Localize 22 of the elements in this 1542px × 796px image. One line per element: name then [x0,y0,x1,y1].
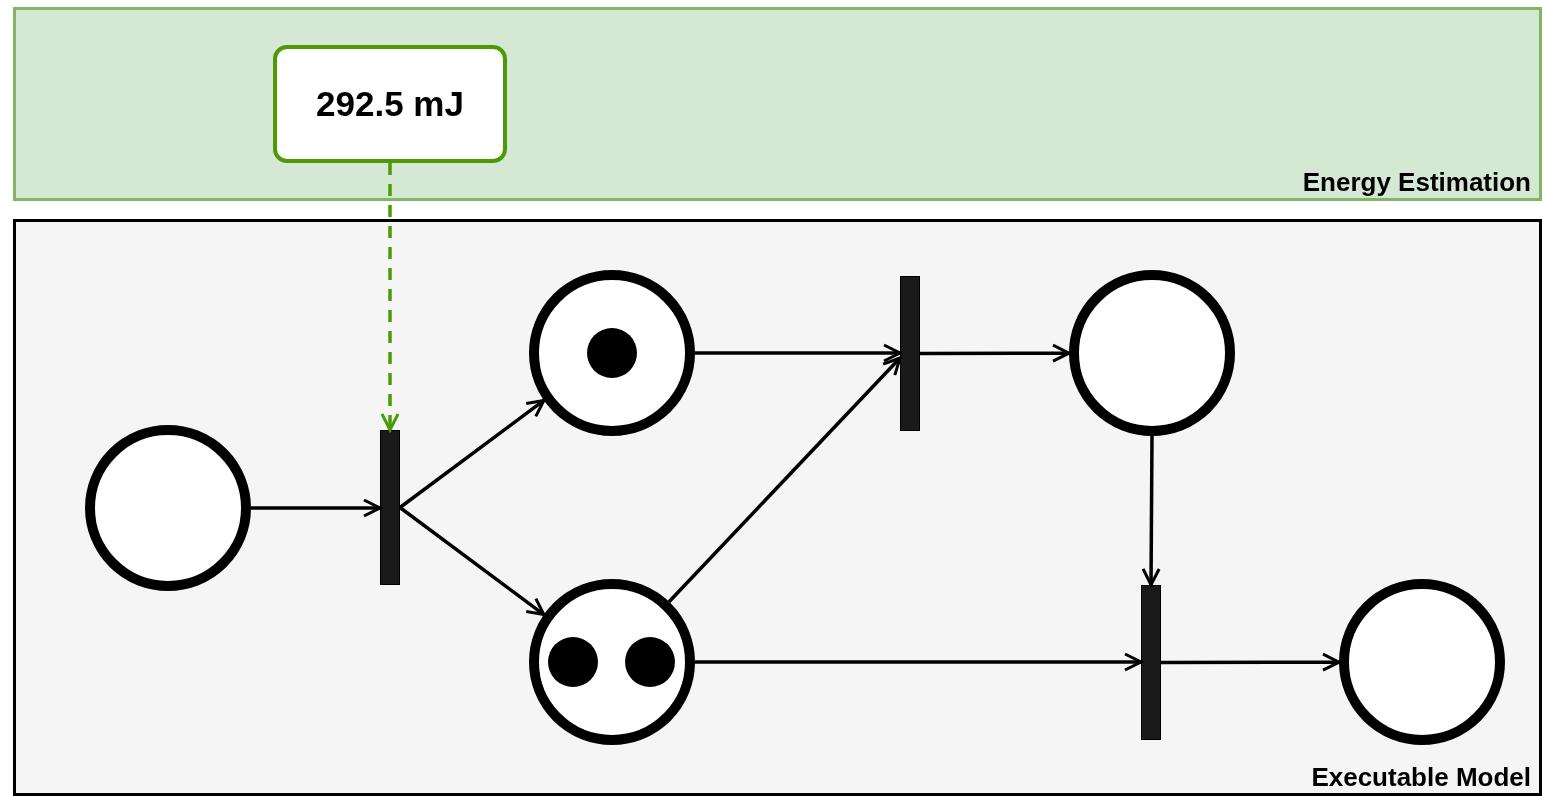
arrow [1161,652,1341,672]
value-callout-box [273,45,507,163]
transition-bar [900,276,920,431]
arrow [1141,436,1161,587]
token-dot [548,637,598,687]
arrow [251,498,382,518]
lane-title: Executable Model [1311,762,1531,793]
token-dot [625,637,675,687]
arrow [920,343,1071,363]
transition-bar [380,430,400,585]
swimlane-band [13,219,1542,796]
swimlane-band [13,7,1542,201]
arrow [695,343,902,363]
dashed-arrow [380,163,400,432]
transition-bar [1141,585,1161,740]
token-dot [587,328,637,378]
arrow [695,652,1143,672]
arrow [667,356,902,603]
arrow [398,506,546,617]
lane-title: Energy Estimation [1302,167,1531,198]
energy-value: 292.5 mJ [315,84,465,124]
arrow [398,398,546,509]
